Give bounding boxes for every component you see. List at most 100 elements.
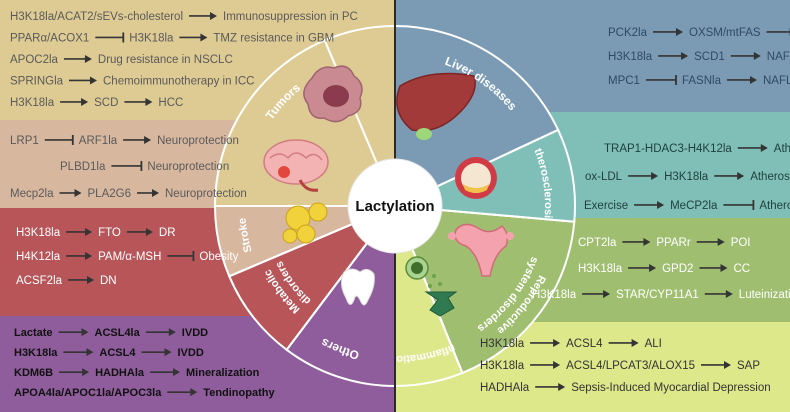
activation-arrowhead — [553, 338, 561, 347]
metabolic-pathway-term: DN — [100, 275, 117, 287]
metabolic-pathway-term: PAM/α-MSH — [98, 251, 161, 263]
center-circle — [347, 158, 443, 254]
brain-icon — [263, 139, 329, 192]
stroke-pathway-term: PLA2G6 — [88, 188, 131, 200]
activation-arrowhead — [81, 97, 89, 106]
activation-arrowhead — [681, 51, 689, 60]
activation-arrowhead — [145, 227, 153, 236]
liver-sector — [394, 24, 560, 208]
activation-arrowhead — [173, 368, 180, 377]
others-pathway-term: Lactate — [14, 327, 53, 339]
others-pathway-term: IVDD — [178, 347, 204, 359]
particle-icon — [432, 274, 436, 278]
center-label: Lactylation — [355, 198, 434, 215]
others-pathway-row: KDM6B HADHAla Mineralization — [14, 367, 260, 379]
tumors-pathway-term: SCD — [94, 97, 118, 109]
activation-arrowhead — [82, 368, 90, 377]
inflam-pathway-term: HADHAla — [480, 382, 530, 394]
stroke-pathway-term: Neuroprotection — [147, 161, 229, 173]
tumors-pathway-term: H3K18la/ACAT2/sEVs-cholesterol — [10, 11, 183, 23]
tumors-pathway-term: H3K18la — [129, 33, 174, 45]
repro-pathway-term: CPT2la — [578, 237, 617, 249]
liver-icon — [396, 72, 476, 140]
activation-arrowhead — [737, 171, 745, 180]
tumor-cell-icon — [303, 65, 363, 123]
athero-pathway-row: ExerciseMeCP2laAtherosclerosis — [584, 199, 790, 212]
liver-pathway-term: SCD1 — [694, 51, 725, 63]
repro-pathway-term: CC — [734, 263, 751, 275]
fat-droplets-icon — [282, 202, 328, 244]
repro-pathway-term: PPARr — [656, 237, 690, 249]
metabolic-pathway-row: H4K12la PAM/α-MSH Obesity — [16, 250, 239, 263]
liver-pathway-term: FASNla — [682, 75, 722, 87]
tumors-pathway-term: SPRINGla — [10, 76, 64, 88]
tumors-pathway-row: H3K18la SCD HCC — [10, 97, 183, 109]
activation-arrowhead — [676, 27, 683, 36]
athero-pathway-term: H3K18la — [664, 171, 709, 183]
stroke-pathway-term: ARF1la — [79, 135, 118, 147]
others-pathway-term: HADHAla — [95, 367, 145, 379]
immune-cell-icon — [405, 256, 429, 280]
metabolic-pathway-term: ACSF2la — [16, 275, 63, 287]
activation-arrowhead — [152, 188, 159, 197]
inflam-pathway-term: SAP — [737, 360, 760, 372]
activation-arrowhead — [558, 382, 566, 391]
activation-arrowhead — [760, 143, 768, 152]
repro-pathway-term: STAR/CYP11A1 — [616, 289, 699, 301]
activation-arrowhead — [87, 275, 94, 284]
athero-pathway-term: Atherosclerosis — [759, 200, 790, 212]
athero-pathway-term: Atherosclerosis — [774, 143, 790, 155]
repro-pathway-term: GPD2 — [662, 263, 693, 275]
others-pathway-term: ACSL4 — [99, 347, 136, 359]
others-pathway-term: IVDD — [182, 327, 208, 339]
artery-icon — [455, 157, 497, 199]
others-pathway-term: Tendinopathy — [203, 387, 275, 399]
activation-arrowhead — [720, 263, 728, 272]
liver-pathway-term: PCK2la — [608, 27, 648, 39]
others-pathway-term: KDM6B — [14, 367, 53, 379]
stroke-pathway-term: LRP1 — [10, 135, 39, 147]
repro-pathway-term: H3K18la — [532, 289, 577, 301]
others-pathway-term: Mineralization — [186, 367, 260, 379]
inflam-pathway-term: ALI — [645, 338, 662, 350]
activation-arrowhead — [168, 328, 176, 337]
athero-pathway-row: TRAP1-HDAC3-H4K12laAtherosclerosis — [604, 143, 790, 155]
repro-pathway-row: CPT2la PPARr POI — [578, 237, 751, 249]
activation-arrowhead — [74, 188, 82, 197]
activation-arrowhead — [717, 237, 725, 246]
liver-pathway-term: H3K18la — [608, 51, 653, 63]
others-pathway-row: Lactate ACSL4la IVDD — [14, 327, 208, 339]
liver-pathway-term: OXSM/mtFAS — [689, 27, 761, 39]
tumors-pathway-term: HCC — [158, 97, 183, 109]
repro-pathway-term: POI — [731, 237, 751, 249]
stroke-pathway-term: Neuroprotection — [165, 188, 247, 200]
athero-pathway-term: ox-LDL — [585, 171, 623, 183]
activation-arrowhead — [631, 338, 639, 347]
tumors-pathway-term: H3K18la — [10, 97, 55, 109]
activation-arrowhead — [725, 289, 733, 298]
activation-arrowhead — [750, 75, 757, 84]
metabolic-pathway-term: FTO — [98, 227, 121, 239]
metabolic-pathway-row: ACSF2la DN — [16, 275, 117, 287]
liver-pathway-row: H3K18laSCD1NAFLD — [608, 51, 790, 63]
metabolic-pathway-term: Obesity — [199, 251, 238, 263]
liver-pathway-term: MPC1 — [608, 75, 640, 87]
activation-arrowhead — [85, 227, 93, 236]
metabolic-pathway-term: H4K12la — [16, 251, 61, 263]
athero-pathway-term: MeCP2la — [670, 200, 718, 212]
particle-icon — [428, 284, 432, 288]
others-pathway-term: ACSL4la — [95, 327, 141, 339]
activation-arrowhead — [657, 200, 665, 209]
activation-arrowhead — [164, 348, 172, 357]
